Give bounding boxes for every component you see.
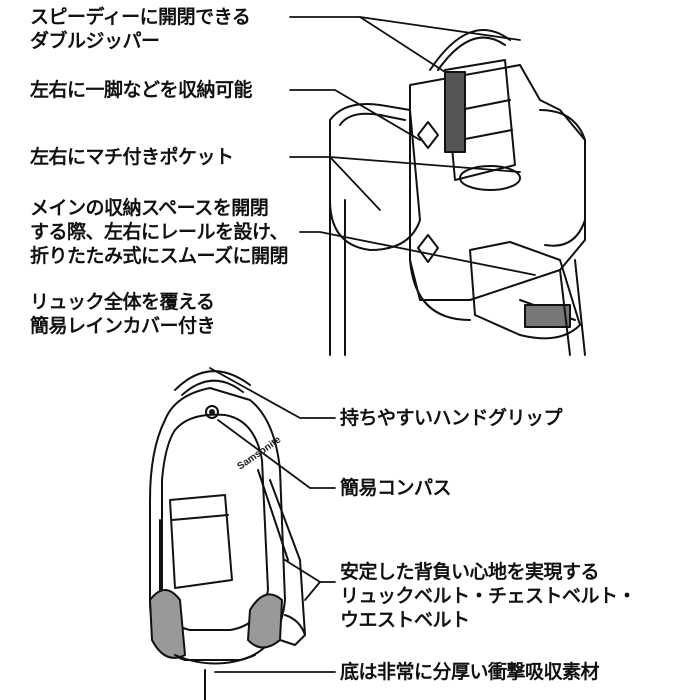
label-line: ウエストベルト (340, 609, 470, 631)
label-line: 持ちやすいハンドグリップ (340, 407, 563, 429)
label-line: リュックベルト・チェストベルト・ (340, 585, 637, 607)
label-line: リュック全体を覆える (30, 291, 215, 313)
label-line: ダブルジッパー (30, 30, 160, 52)
label-double-zipper: スピーディーに開閉できる ダブルジッパー (30, 5, 251, 53)
label-line: する際、左右にレールを設け、 (30, 221, 289, 243)
label-line: 折りたたみ式にスムーズに開閉 (30, 245, 289, 267)
label-line: スピーディーに開閉できる (30, 6, 251, 28)
label-line: 左右にマチ付きポケット (30, 146, 234, 168)
label-line: 簡易コンパス (340, 477, 452, 499)
brand-mark: Samsonite (235, 434, 283, 472)
label-line: 左右に一脚などを収納可能 (30, 79, 253, 101)
label-compass: 簡易コンパス (340, 476, 452, 500)
label-hand-grip: 持ちやすいハンドグリップ (340, 406, 563, 430)
open-backpack-illustration (329, 29, 586, 356)
label-rain-cover: リュック全体を覆える 簡易レインカバー付き (30, 290, 216, 338)
label-line: 簡易レインカバー付き (30, 315, 216, 337)
label-rails: メインの収納スペースを開閉 する際、左右にレールを設け、 折りたたみ式にスムーズ… (30, 196, 289, 268)
label-belts: 安定した背負い心地を実現する リュックベルト・チェストベルト・ ウエストベルト (340, 560, 637, 632)
label-line: メインの収納スペースを開閉 (30, 197, 269, 219)
closed-backpack-illustration (149, 370, 306, 700)
label-tripod-storage: 左右に一脚などを収納可能 (30, 78, 253, 102)
leader-lines (209, 16, 536, 673)
label-line: 底は非常に分厚い衝撃吸収素材 (340, 661, 600, 683)
label-side-pockets: 左右にマチ付きポケット (30, 145, 234, 169)
label-shock-absorbing-bottom: 底は非常に分厚い衝撃吸収素材 (340, 660, 600, 684)
label-line: 安定した背負い心地を実現する (340, 561, 600, 583)
